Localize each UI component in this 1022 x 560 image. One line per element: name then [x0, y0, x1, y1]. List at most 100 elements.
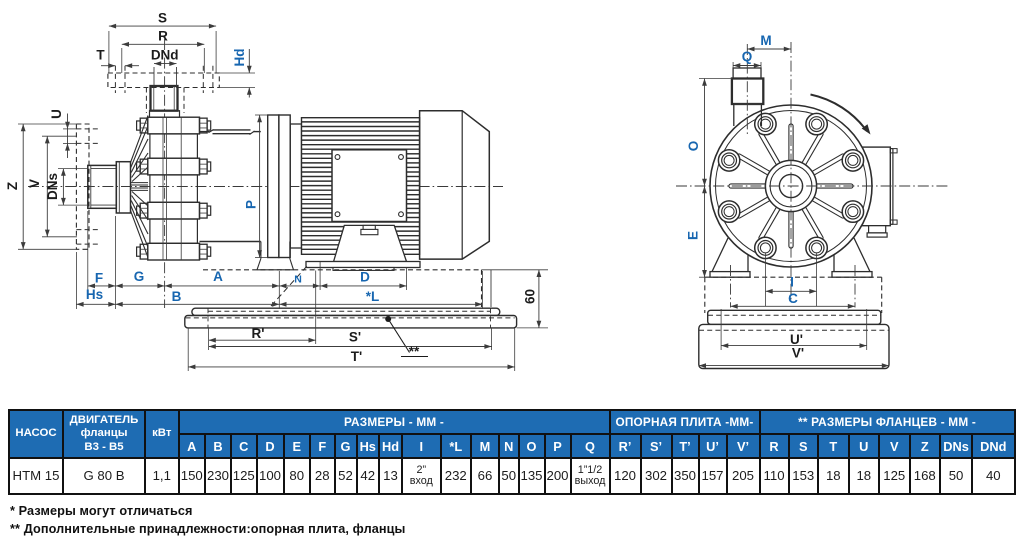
- column-header-S’: S’: [639, 433, 673, 459]
- dim-lines-top: [101, 23, 255, 98]
- column-header-Hs: Hs: [355, 433, 380, 459]
- drawing-canvas: S R T DNd Hd U Z V DNs P F G A N D Hs B …: [5, 11, 950, 371]
- header-group-sizes: РАЗМЕРЫ - ММ -: [177, 409, 611, 435]
- cell-V: 125: [878, 457, 911, 495]
- column-header-D: D: [255, 433, 285, 459]
- cell-V’: 205: [725, 457, 761, 495]
- column-header-S: S: [787, 433, 820, 459]
- dim-label-starL: *L: [366, 289, 380, 304]
- dim-label-Sp: S': [349, 330, 361, 345]
- cell-R’: 120: [608, 457, 642, 495]
- dim-label-U: U: [49, 109, 64, 119]
- header-motor: ДВИГАТЕЛЬ фланцы В3 - В5: [62, 409, 146, 459]
- column-header-DNs: DNs: [939, 433, 974, 459]
- dim-lines-left: [18, 113, 88, 250]
- cell-S: 153: [787, 457, 820, 495]
- cell-D: 100: [255, 457, 285, 495]
- dim-label-Hd: Hd: [232, 49, 247, 67]
- coupling-housing: [199, 129, 261, 243]
- cell-T’: 350: [670, 457, 700, 495]
- cell-M: 66: [470, 457, 500, 495]
- dim-label-Rp: R': [252, 326, 265, 341]
- column-header-*L: *L: [439, 433, 472, 459]
- dim-label-Hs: Hs: [86, 287, 103, 302]
- front-feet-baseplate: [698, 237, 890, 370]
- column-header-O: O: [517, 433, 546, 459]
- header-power: кВт: [144, 409, 180, 459]
- dimension-table: НАСОС ДВИГАТЕЛЬ фланцы В3 - В5 кВт РАЗМЕ…: [8, 409, 1016, 495]
- dim-label-D: D: [360, 270, 370, 285]
- cell-B: 230: [204, 457, 232, 495]
- column-header-T’: T’: [670, 433, 700, 459]
- cell-O: 135: [517, 457, 546, 495]
- dim-label-V: V: [27, 179, 42, 188]
- column-header-R: R: [758, 433, 790, 459]
- column-header-Q: Q: [569, 433, 611, 459]
- column-header-V’: V’: [725, 433, 761, 459]
- cell-A: 150: [177, 457, 206, 495]
- column-header-N: N: [498, 433, 520, 459]
- dim-label-B: B: [172, 289, 182, 304]
- dim-label-Z: Z: [5, 182, 20, 190]
- dim-label-starstar: **: [409, 344, 420, 359]
- suction-flange-dashed: [75, 123, 101, 250]
- dim-label-O: O: [686, 141, 701, 152]
- column-header-Hd: Hd: [378, 433, 403, 459]
- dim-lines-front: [698, 46, 889, 368]
- cell-R: 110: [758, 457, 790, 495]
- cell-C: 125: [230, 457, 258, 495]
- dim-label-DNs: DNs: [45, 173, 60, 200]
- dim-label-Up: U': [790, 332, 803, 347]
- dim-label-DNd: DNd: [151, 48, 179, 63]
- pump-side-view: [18, 23, 548, 371]
- pump-front-view: [676, 42, 950, 370]
- dim-label-S: S: [158, 11, 167, 26]
- cell-F: 28: [309, 457, 336, 495]
- column-header-U: U: [847, 433, 881, 459]
- footnotes: * Размеры могут отличаться ** Дополнител…: [10, 503, 405, 538]
- cell-I: 2” вход: [401, 457, 442, 495]
- pump-body: [136, 116, 212, 261]
- cell-G: 52: [333, 457, 358, 495]
- dim-label-T: T: [96, 48, 105, 63]
- column-header-Z: Z: [908, 433, 942, 459]
- motor-flange: [267, 114, 291, 259]
- discharge-flange-dashed: [107, 65, 220, 113]
- dim-label-F: F: [95, 271, 103, 286]
- column-header-T: T: [817, 433, 850, 459]
- cell-S’: 302: [639, 457, 673, 495]
- dim-label-Vp: V': [792, 346, 804, 361]
- footnote-2: ** Дополнительные принадлежности:опорная…: [10, 521, 406, 536]
- column-header-G: G: [333, 433, 358, 459]
- cell-DNd: 40: [971, 457, 1016, 495]
- mounting-plane-dashed: [203, 269, 492, 307]
- header-pump: НАСОС: [8, 409, 64, 459]
- dim-label-N: N: [294, 273, 302, 285]
- baseplate-side: [184, 307, 518, 329]
- cell-U: 18: [847, 457, 881, 495]
- cell-*L: 232: [439, 457, 472, 495]
- cell-N: 50: [498, 457, 520, 495]
- dim-label-Tp: T': [351, 349, 362, 364]
- cell-DNs: 50: [939, 457, 974, 495]
- column-header-E: E: [282, 433, 311, 459]
- dim-label-A: A: [213, 269, 223, 284]
- dim-label-R: R: [158, 29, 168, 44]
- header-group-flanges: ** РАЗМЕРЫ ФЛАНЦЕВ - ММ -: [758, 409, 1016, 435]
- dim-lines-bottom: [76, 211, 548, 371]
- column-header-I: I: [401, 433, 442, 459]
- cell-U’: 157: [697, 457, 728, 495]
- discharge-port: [148, 67, 181, 118]
- dim-label-I: I: [790, 275, 794, 290]
- column-header-DNd: DNd: [971, 433, 1016, 459]
- column-header-U’: U’: [697, 433, 728, 459]
- dim-label-M: M: [760, 33, 771, 48]
- dim-label-60: 60: [523, 289, 538, 304]
- cell-pump: HTM 15: [8, 457, 64, 495]
- cell-E: 80: [282, 457, 311, 495]
- cell-P: 200: [543, 457, 572, 495]
- technical-drawing: S R T DNd Hd U Z V DNs P F G A N D Hs B …: [5, 11, 950, 371]
